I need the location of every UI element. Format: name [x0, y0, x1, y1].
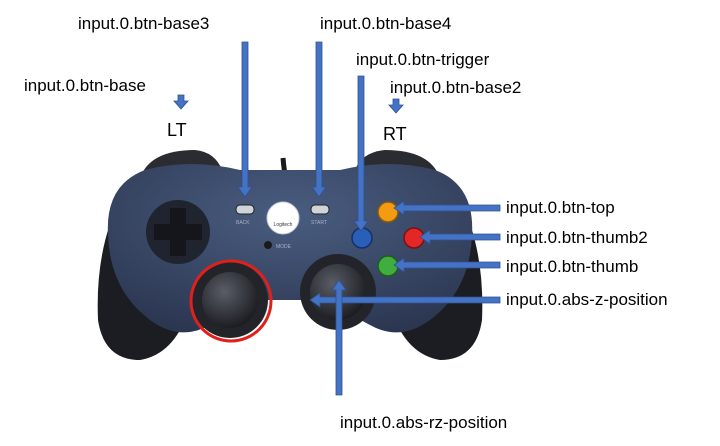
logo-button [266, 201, 300, 235]
start-label: START [311, 220, 327, 226]
label-rt: RT [383, 124, 407, 144]
arrow-btn-thumb2 [419, 229, 501, 245]
button-x [351, 227, 373, 249]
label-btn-base4: input.0.btn-base4 [320, 14, 452, 33]
back-label: BACK [236, 220, 250, 226]
label-btn-base: input.0.btn-base [24, 76, 146, 95]
arrow-abs-z [309, 292, 501, 308]
arrow-btn-top [393, 200, 501, 216]
arrow-btn-base [173, 94, 189, 110]
arrow-btn-thumb [393, 257, 501, 273]
back-button [235, 204, 255, 215]
label-lt: LT [167, 120, 187, 140]
arrow-btn-base2 [388, 98, 404, 114]
arrow-btn-base3 [237, 41, 253, 198]
label-btn-top: input.0.btn-top [506, 198, 615, 217]
label-abs-z: input.0.abs-z-position [506, 290, 668, 309]
left-stick [202, 272, 258, 328]
start-button [310, 204, 330, 215]
dpad [154, 208, 202, 256]
label-btn-thumb: input.0.btn-thumb [506, 257, 639, 276]
button-y [377, 201, 399, 223]
arrow-btn-base4 [311, 41, 327, 198]
left-stick-highlight-ring [189, 259, 273, 343]
arrow-abs-rz [331, 279, 347, 396]
label-btn-base3: input.0.btn-base3 [78, 14, 210, 33]
label-btn-trigger: input.0.btn-trigger [356, 50, 490, 69]
label-abs-rz: input.0.abs-rz-position [340, 413, 508, 432]
arrow-btn-trigger [353, 75, 369, 232]
label-btn-base2: input.0.btn-base2 [390, 78, 522, 97]
label-btn-thumb2: input.0.btn-thumb2 [506, 228, 648, 247]
mode-label: MODE [276, 244, 292, 250]
mode-button [264, 241, 272, 249]
logo-text: Logitech [274, 222, 293, 228]
